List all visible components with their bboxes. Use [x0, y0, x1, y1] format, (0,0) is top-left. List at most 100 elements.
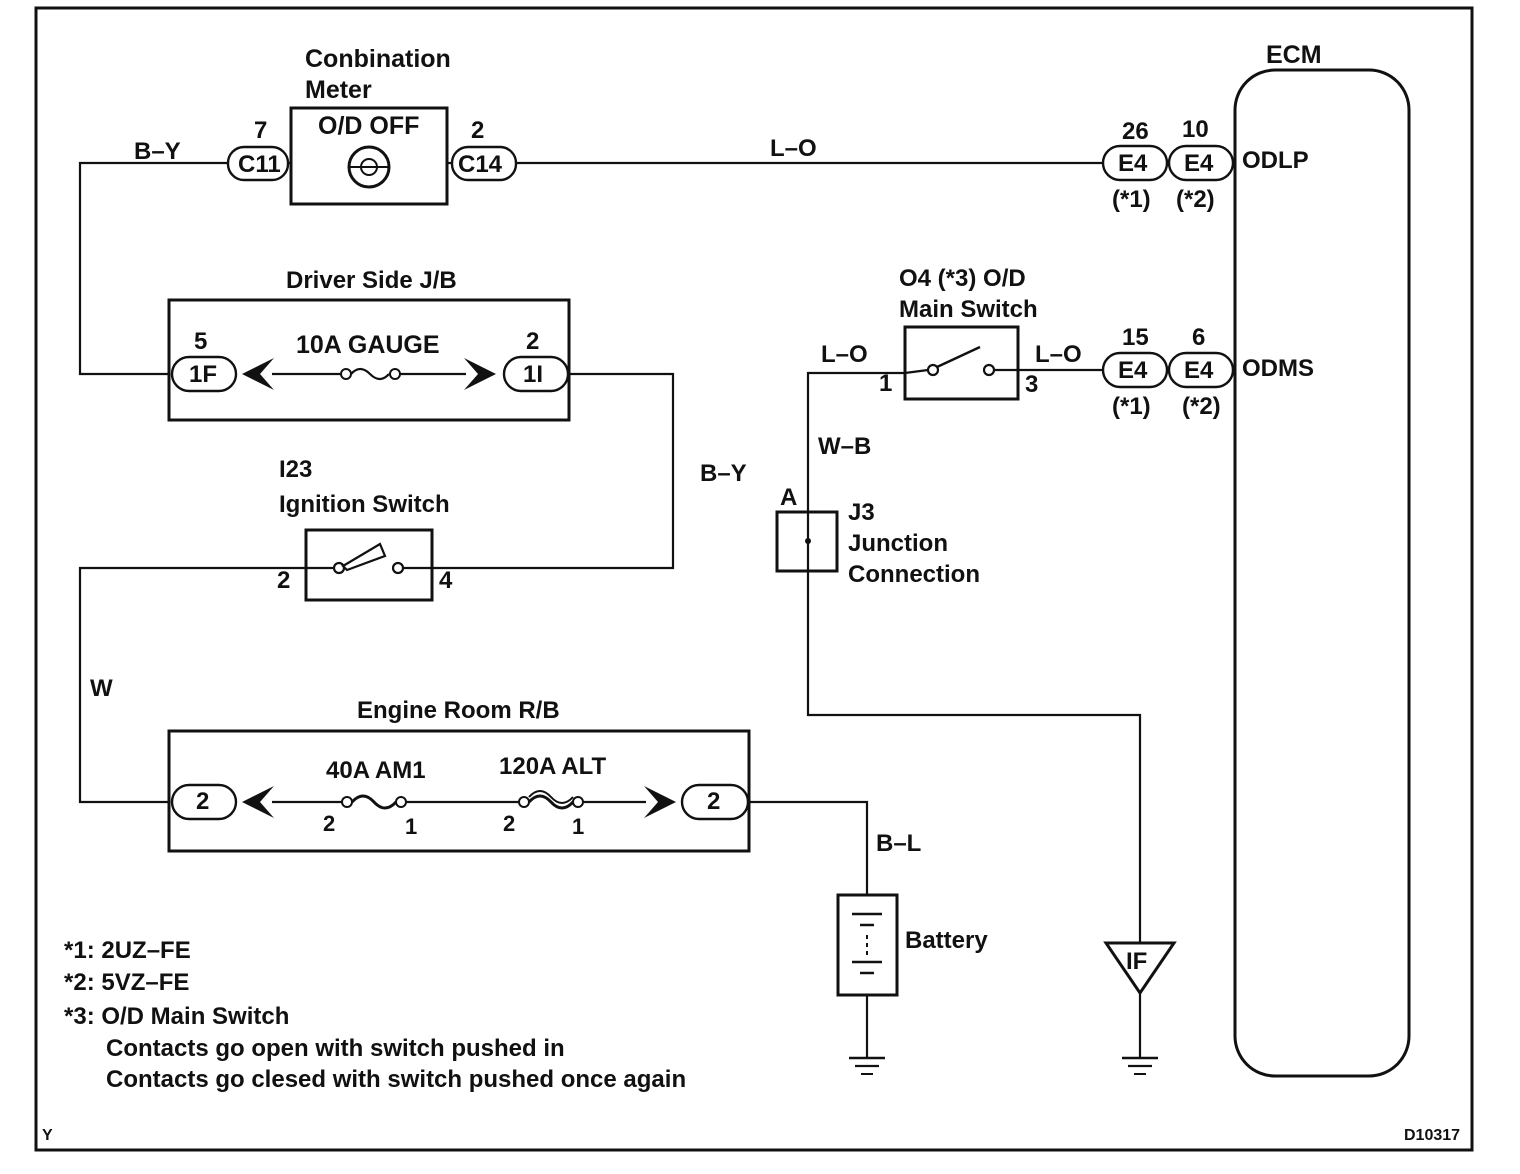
junction-title2: Connection [848, 561, 980, 588]
connector-c11-shape [226, 145, 290, 182]
od-switch-box [903, 325, 1020, 401]
note-4: Contacts go open with switch pushed in [106, 1035, 565, 1062]
junction-title1: Junction [848, 530, 948, 557]
junction-letter: A [780, 484, 797, 511]
od-switch-contact-icon [936, 345, 981, 369]
ignition-pin-left: 2 [277, 567, 290, 594]
junction-code: J3 [848, 499, 875, 526]
combination-meter: Conbination Meter O/D OFF [280, 45, 457, 206]
connector-c14-pin: 2 [471, 117, 484, 144]
ecm-box [1233, 68, 1411, 1078]
connector-er-left-shape [170, 783, 238, 821]
ecm: ECM ODLP ODMS [1233, 41, 1411, 1078]
connector-1f-name: 1F [189, 361, 217, 388]
rb-right-arrow-icon [644, 786, 676, 818]
od-switch-pin-left: 1 [879, 370, 892, 397]
note-3: *3: O/D Main Switch [64, 1003, 289, 1030]
connector-e4-odlp-1-name: E4 [1118, 150, 1148, 177]
combination-meter-title2: Meter [305, 76, 372, 104]
wire-label-lo-top: L–O [770, 135, 817, 162]
wire-label-by-mid: B–Y [700, 460, 747, 487]
connector-c14-shape [450, 145, 518, 182]
combination-meter-title1: Conbination [305, 45, 451, 73]
connector-e4-odlp-2-variant: (*2) [1176, 186, 1215, 213]
driver-jb-box [167, 298, 571, 422]
if-ground: IF [1103, 941, 1177, 1075]
connector-er-left-name: 2 [196, 788, 209, 815]
driver-side-jb: Driver Side J/B 10A GAUGE 1F 5 1I 2 [167, 267, 571, 422]
wire-label-lo-right: L–O [1035, 341, 1082, 368]
connector-e4-odms-1-shape [1101, 351, 1169, 389]
figure-id: D10317 [1404, 1127, 1460, 1144]
connector-e4-odms-2-pin: 6 [1192, 324, 1205, 351]
driver-jb-title: Driver Side J/B [286, 267, 457, 294]
jb-left-arrow-icon [242, 358, 274, 390]
diagram-frame [34, 6, 1474, 1152]
od-switch-pin-right: 3 [1025, 371, 1038, 398]
alt-pin-right: 1 [572, 814, 584, 839]
connector-e4-odlp-1-shape [1101, 144, 1169, 182]
wire-by-mid [432, 372, 675, 570]
ignition-pin-right: 4 [439, 567, 453, 594]
am1-fuse-icon [350, 794, 398, 810]
battery: Battery [836, 893, 988, 997]
connector-e4-odlp-1-pin: 26 [1122, 118, 1149, 145]
jb-right-arrow-icon [464, 358, 496, 390]
od-switch-title1: O4 (*3) O/D [899, 265, 1026, 292]
wire-label-w: W [90, 675, 113, 702]
battery-ground-icon [849, 1056, 885, 1075]
connector-1i-name: 1I [523, 361, 543, 388]
connector-1f-shape [170, 355, 238, 393]
od-off-label: O/D OFF [318, 112, 419, 140]
connector-er-right-shape [680, 783, 750, 821]
ecm-pin-odms: ODMS [1242, 355, 1314, 382]
am1-fuse-label: 40A AM1 [326, 757, 426, 784]
wire-bl [748, 800, 869, 895]
wire-label-bl: B–L [876, 830, 921, 857]
connector-e4-odms-2-variant: (*2) [1182, 393, 1221, 420]
wire-label-lo-left: L–O [821, 341, 868, 368]
wire-wb [806, 371, 1142, 1058]
connector-c11-pin: 7 [254, 117, 267, 144]
connector-1f-pin: 5 [194, 328, 207, 355]
rb-left-arrow-icon [242, 786, 274, 818]
connector-e4-odlp-2-shape [1167, 144, 1235, 182]
if-ground-triangle-icon [1103, 941, 1177, 996]
gauge-fuse-icon [350, 367, 390, 381]
connector-e4-odms-1-name: E4 [1118, 357, 1148, 384]
ignition-switch-contact-icon [341, 542, 387, 572]
ignition-switch: I23 Ignition Switch 2 4 [277, 456, 453, 602]
note-2: *2: 5VZ–FE [64, 969, 189, 996]
junction-dot-icon [805, 538, 811, 544]
connector-c14: C14 2 [450, 117, 518, 182]
ignition-switch-title: Ignition Switch [279, 491, 450, 518]
od-main-switch: O4 (*3) O/D Main Switch 1 3 [879, 265, 1038, 401]
gauge-fuse-label: 10A GAUGE [296, 331, 440, 359]
connector-e4-odms-2-shape [1167, 351, 1235, 389]
if-ground-label: IF [1126, 948, 1147, 975]
engine-room-rb-title: Engine Room R/B [357, 697, 560, 724]
connector-1i-pin: 2 [526, 328, 539, 355]
engine-room-rb-box [167, 729, 751, 853]
connector-e4-odlp-2-pin: 10 [1182, 116, 1209, 143]
connector-e4-odms-1-variant: (*1) [1112, 393, 1151, 420]
alt-fuse-label: 120A ALT [499, 753, 606, 780]
connector-e4-odlp-1-variant: (*1) [1112, 186, 1151, 213]
connector-c14-name: C14 [458, 151, 503, 178]
footnotes: *1: 2UZ–FE *2: 5VZ–FE *3: O/D Main Switc… [64, 937, 686, 1093]
am1-pin-right: 1 [405, 814, 417, 839]
alt-fuse-icon [527, 794, 575, 810]
wire-label-wb: W–B [818, 433, 871, 460]
alt-pin-left: 2 [503, 811, 515, 836]
junction-box [775, 510, 839, 573]
wire-w [78, 566, 306, 804]
connector-er-right-name: 2 [707, 788, 720, 815]
od-switch-title2: Main Switch [899, 296, 1038, 323]
note-5: Contacts go clesed with switch pushed on… [106, 1066, 686, 1093]
wire-by-top [78, 161, 228, 376]
junction-connection: A J3 Junction Connection [775, 484, 980, 588]
am1-pin-left: 2 [323, 811, 335, 836]
ignition-switch-code: I23 [279, 456, 312, 483]
engine-room-rb: Engine Room R/B 40A AM1 120A ALT 2 1 2 1… [167, 697, 751, 853]
